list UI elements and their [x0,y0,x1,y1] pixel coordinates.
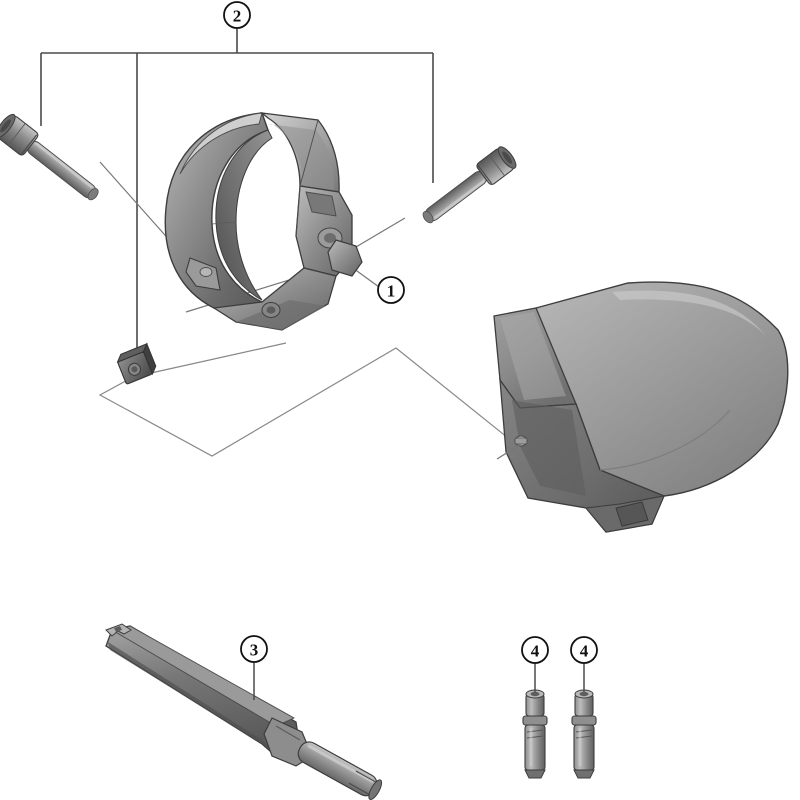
callout-1-circle [377,276,405,304]
callout-4-right-circle [570,636,598,664]
bolt-right-socket [502,151,513,164]
part-shifter-lever-body [493,281,789,533]
bolt-left-tip [87,188,99,201]
bolt-left-head-groove [7,123,26,146]
nut-block-hole-inner [131,366,138,373]
callout-4-right[interactable]: 4 [570,636,598,664]
wedge-tool-shaft-highlight [307,744,374,783]
nut-block-side-face [142,342,157,376]
clamp-band-lower-bracket-shade [236,300,326,330]
shifter-body-top-highlight [612,290,766,336]
pin-right-top-bore [579,691,589,697]
wedge-tool-fork-notch [114,626,122,632]
callout-4-left-circle [521,636,549,664]
bolt-left-collar [21,134,38,155]
shifter-body-pin-arrow [496,443,522,460]
bolt-left-shaft [27,140,97,199]
callout-1-label: 1 [387,282,396,301]
wedge-tool-blade-shadow [108,642,278,754]
wedge-tool-shaft [297,741,378,797]
bolt-right-highlight [434,179,485,219]
pin-left-tip [524,769,546,779]
pin-right-flange [571,715,597,726]
clamp-band-detail-seam-1 [295,185,301,237]
callout-2[interactable]: 2 [223,1,251,29]
callout-4-right-label: 4 [580,642,589,661]
shifter-body-top-shell [519,281,789,497]
leader-chevron-path [98,342,514,457]
callout-4-left[interactable]: 4 [521,636,549,664]
wedge-tool-shaft-end [368,779,383,800]
callout-3[interactable]: 3 [240,635,268,663]
clamp-band-mount-boss-hole [324,233,336,243]
clamp-band-ear-right [327,239,363,277]
callout-markers: 2 1 3 4 4 [223,1,598,664]
shifter-body-crease [599,409,731,471]
shifter-body-pivot-pin [514,435,528,447]
bolt-right-head-groove [488,154,505,177]
pivot-pin-shaft [514,437,528,445]
leader-lines [40,28,434,352]
callout-2-circle [223,1,251,29]
part-clamp-bolt-right [422,146,517,224]
pin-right-tip [573,769,595,779]
part-clamp-bolt-left [0,113,99,201]
callout-2-label: 2 [233,7,242,26]
bolt-right-tip [422,210,434,224]
shifter-body-front-shadow [512,400,586,496]
callout-4-left-label: 4 [531,642,540,661]
clamp-band-inner-bore [215,129,273,301]
bolt-left-highlight [34,142,93,189]
clamp-band-lug-left-hole [199,267,213,277]
part-wedge-tool [105,623,383,800]
leader-bolt-left-to-clamp [99,161,173,244]
wedge-tool-blade-top [110,625,296,727]
part-clamp-nut-block [116,342,157,385]
part-fixing-pin-left [522,689,548,779]
callout-3-circle [240,635,268,663]
shifter-body-base-nub [615,501,649,527]
clamp-band-detail-seam-2 [299,119,319,187]
leader-bolt-right-to-clamp [355,217,406,248]
part-clamp-band [164,112,363,331]
callout-3-label: 3 [250,641,259,660]
wedge-tool-collar-groove [275,725,301,741]
clamp-band-rim-left [179,112,263,175]
callout-1[interactable]: 1 [377,276,405,304]
pin-left-flange [522,715,548,726]
leader-lower-chevron [98,342,514,457]
clamp-band-top-shadow [268,124,335,190]
shifter-body-wing-highlight [500,312,566,400]
bolt-left-socket [0,119,11,133]
bolt-right-collar [477,164,493,184]
clamp-band-detail-seam-3 [211,221,237,225]
part-fixing-pin-right [571,689,597,779]
pin-left-top-bore [530,691,540,697]
clamp-band-mount-panel [305,191,337,217]
clamp-band-bolt-hole-lower-inner [266,306,276,314]
leader-pin-stems [253,662,585,700]
